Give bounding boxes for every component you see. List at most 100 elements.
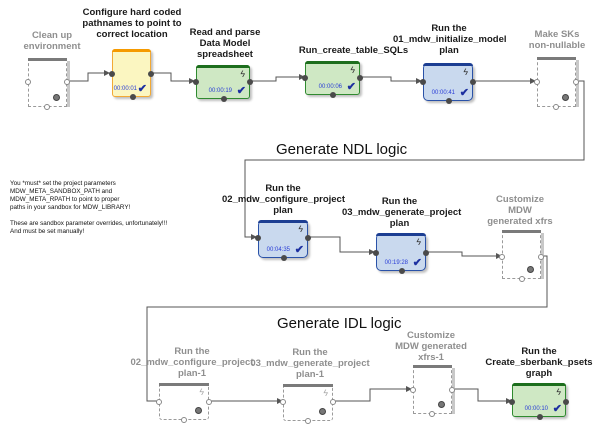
label-line: MDW generated	[395, 341, 467, 352]
input-port[interactable]	[25, 79, 31, 85]
node-label-configure-project-1: Run the 02_mdw_configure_project plan-1	[130, 346, 254, 379]
node-customize-xfrs-1[interactable]	[410, 365, 455, 417]
node-generate-project-1[interactable]: ϟ	[280, 384, 336, 424]
checkmark-icon: ✔	[294, 244, 304, 256]
gear-icon	[53, 94, 60, 101]
lightning-bolt-icon: ϟ	[350, 65, 355, 75]
input-port[interactable]	[410, 387, 416, 393]
node-header	[502, 230, 541, 233]
node-generate-project[interactable]: ϟ 00:19:28 ✔	[373, 233, 429, 274]
node-read-parse-data-model[interactable]: ϟ 00:00:19 ✔	[193, 65, 253, 102]
label-line: 01_mdw_initialize_model	[393, 34, 507, 45]
edge-n3-n4	[250, 76, 305, 82]
bottom-port[interactable]	[221, 96, 227, 102]
label-line: Customize	[495, 194, 545, 205]
input-port[interactable]	[509, 399, 515, 405]
node-make-sks-non-nullable[interactable]	[534, 57, 579, 110]
note-line: MDW_META_RPATH to point to proper	[10, 196, 120, 203]
lightning-bolt-icon: ϟ	[323, 388, 328, 398]
node-configure-project-1[interactable]: ϟ	[156, 383, 212, 423]
phase-title-ndl: Generate NDL logic	[276, 141, 408, 158]
bottom-port[interactable]	[305, 418, 311, 424]
elapsed-time: 00:00:19	[208, 88, 232, 94]
bottom-port[interactable]	[281, 255, 287, 261]
output-port[interactable]	[423, 250, 429, 256]
checkmark-icon: ✔	[552, 403, 562, 415]
input-port[interactable]	[255, 235, 261, 241]
input-port[interactable]	[109, 71, 115, 77]
output-port[interactable]	[247, 79, 253, 85]
label-line: plan-1	[178, 368, 206, 379]
node-configure-project[interactable]: ϟ 00:04:35 ✔	[255, 220, 311, 261]
input-port[interactable]	[499, 254, 505, 260]
node-header	[283, 384, 333, 387]
elapsed-time: 00:00:06	[318, 84, 342, 90]
node-label-initialize-model: Run the 01_mdw_initialize_model plan	[393, 23, 507, 56]
gear-icon	[195, 407, 202, 414]
node-label-clean-up: Clean up environment	[2, 30, 102, 52]
output-port[interactable]	[563, 399, 569, 405]
label-line: 03_mdw_generate_project	[250, 358, 370, 369]
node-configure-pathnames[interactable]: 00:00:01 ✔	[109, 49, 154, 100]
node-label-make-sks: Make SKs non-nullable	[513, 29, 600, 51]
bottom-port[interactable]	[181, 417, 187, 423]
gear-icon	[527, 266, 534, 273]
label-line: Clean up	[31, 30, 73, 41]
output-port[interactable]	[573, 79, 579, 85]
lightning-bolt-icon: ϟ	[463, 67, 468, 77]
bottom-port[interactable]	[330, 92, 336, 98]
bottom-port[interactable]	[429, 411, 435, 417]
node-header	[112, 49, 151, 52]
edge-n9-n10	[146, 255, 548, 402]
label-line: plan-1	[296, 369, 324, 380]
input-port[interactable]	[193, 79, 199, 85]
node-label-configure-project: Run the 02_mdw_configure_project plan	[222, 183, 345, 216]
label-line: Run_create_table_SQLs	[298, 45, 409, 56]
bottom-port[interactable]	[130, 94, 136, 100]
output-port[interactable]	[305, 235, 311, 241]
label-line: plan	[389, 218, 410, 229]
bottom-port[interactable]	[519, 276, 525, 282]
output-port[interactable]	[538, 254, 544, 260]
label-line: environment	[23, 41, 81, 52]
label-line: Read and parse	[189, 27, 261, 38]
node-create-sberbank-psets[interactable]: ϟ 00:00:10 ✔	[509, 383, 569, 420]
output-port[interactable]	[330, 399, 336, 405]
gear-icon	[319, 408, 326, 415]
label-line: spreadsheet	[197, 49, 253, 60]
output-port[interactable]	[206, 399, 212, 405]
edge-n11-n12	[322, 388, 412, 402]
input-port[interactable]	[373, 250, 379, 256]
node-label-run-create-table: Run_create_table_SQLs	[296, 45, 411, 56]
bottom-port[interactable]	[44, 104, 50, 110]
output-port[interactable]	[357, 75, 363, 81]
input-port[interactable]	[302, 75, 308, 81]
input-port[interactable]	[420, 79, 426, 85]
bottom-port[interactable]	[553, 104, 559, 110]
input-port[interactable]	[534, 79, 540, 85]
edge-n2-n3	[151, 72, 195, 82]
label-line: Run the	[521, 346, 557, 357]
label-line: Run the	[431, 23, 467, 34]
label-line: Run the	[292, 347, 328, 358]
node-clean-up-environment[interactable]	[25, 58, 70, 110]
output-port[interactable]	[148, 71, 154, 77]
bottom-port[interactable]	[399, 268, 405, 274]
node-header	[28, 58, 67, 61]
bottom-port[interactable]	[537, 414, 543, 420]
bottom-port[interactable]	[446, 98, 452, 104]
output-port[interactable]	[449, 387, 455, 393]
node-run-create-table-sqls[interactable]: ϟ 00:00:06 ✔	[302, 61, 363, 98]
label-line: Run the	[381, 196, 418, 207]
input-port[interactable]	[156, 399, 162, 405]
output-port[interactable]	[470, 79, 476, 85]
node-initialize-model[interactable]: ϟ 00:00:41 ✔	[420, 63, 476, 104]
gear-icon	[438, 401, 445, 408]
output-port[interactable]	[64, 79, 70, 85]
note-line: These are sandbox parameter overrides, u…	[10, 220, 168, 227]
node-customize-xfrs[interactable]	[499, 230, 544, 282]
label-line: plan	[439, 45, 459, 56]
input-port[interactable]	[280, 399, 286, 405]
elapsed-time: 00:04:35	[266, 247, 290, 253]
checkmark-icon: ✔	[412, 257, 422, 269]
